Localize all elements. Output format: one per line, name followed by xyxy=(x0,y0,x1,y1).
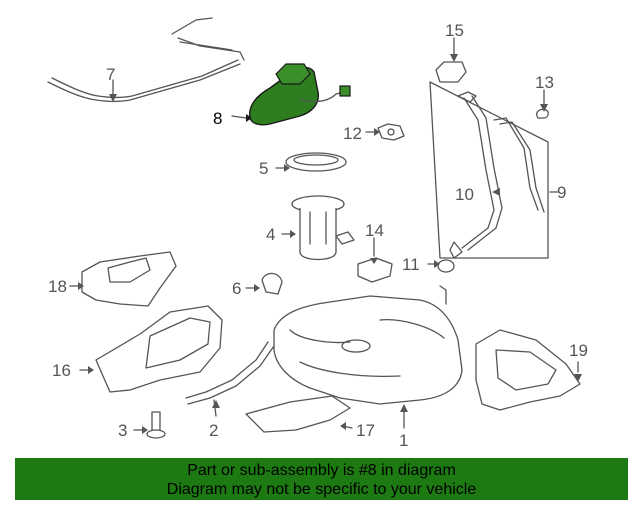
label-18: 18 xyxy=(48,277,67,296)
label-9: 9 xyxy=(557,183,566,202)
notice-line-1: Part or sub-assembly is #8 in diagram xyxy=(187,462,456,479)
label-16: 16 xyxy=(52,361,71,380)
part-8-fuel-pump-module[interactable] xyxy=(231,63,351,126)
label-19: 19 xyxy=(569,341,588,360)
label-3: 3 xyxy=(118,421,127,440)
part-18-heat-shield[interactable] xyxy=(69,251,177,307)
part-15-cap[interactable] xyxy=(435,37,467,83)
part-6-strap[interactable] xyxy=(245,272,283,295)
callout-labels: 7 8 15 13 12 5 10 9 4 14 11 18 6 16 19 3… xyxy=(48,21,588,450)
label-5: 5 xyxy=(259,159,268,178)
part-11-grommet[interactable] xyxy=(427,259,455,273)
part-7-fuel-lines[interactable] xyxy=(47,17,245,103)
label-10: 10 xyxy=(455,185,474,204)
part-13-clip[interactable] xyxy=(536,89,549,119)
label-12: 12 xyxy=(343,124,362,143)
label-15: 15 xyxy=(445,21,464,40)
part-3-bolt[interactable] xyxy=(133,411,166,439)
part-19-heat-shield[interactable] xyxy=(475,329,581,411)
label-4: 4 xyxy=(266,225,275,244)
parts-diagram: 7 8 15 13 12 5 10 9 4 14 11 18 6 16 19 3… xyxy=(47,17,588,450)
label-13: 13 xyxy=(535,73,554,92)
part-16-heat-shield[interactable] xyxy=(79,305,223,393)
leader-marks xyxy=(109,54,582,430)
label-8: 8 xyxy=(213,109,222,128)
notice-line-2: Diagram may not be specific to your vehi… xyxy=(166,481,477,498)
label-11: 11 xyxy=(402,255,420,274)
part-5-lock-ring[interactable] xyxy=(275,152,347,172)
label-17: 17 xyxy=(356,421,375,440)
label-6: 6 xyxy=(232,279,241,298)
part-1-fuel-tank[interactable] xyxy=(273,285,463,429)
part-12-bracket[interactable] xyxy=(365,123,405,141)
label-1: 1 xyxy=(399,431,408,450)
label-2: 2 xyxy=(209,421,218,440)
part-9-filler-assembly[interactable] xyxy=(429,81,559,259)
label-14: 14 xyxy=(365,221,384,240)
part-17-heat-shield[interactable] xyxy=(245,395,353,433)
part-4-fuel-pump[interactable] xyxy=(281,195,355,261)
label-7: 7 xyxy=(106,65,115,84)
notice-banner: Part or sub-assembly is #8 in diagram Di… xyxy=(15,458,628,500)
